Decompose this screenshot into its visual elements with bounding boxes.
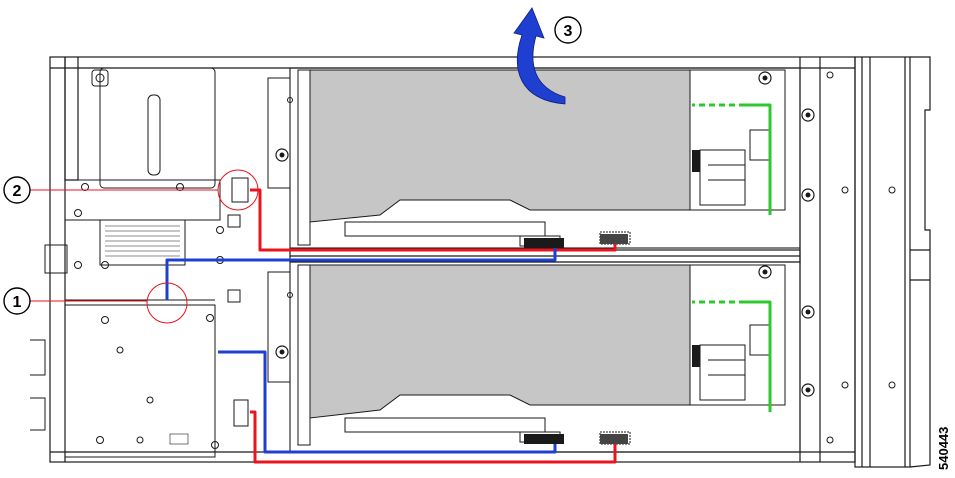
motherboard-area [30, 67, 241, 458]
gpu-card-upper [309, 69, 691, 223]
fan-bracket [99, 67, 216, 189]
gpu-riser-lower [267, 261, 896, 453]
callout-leaders [30, 169, 259, 324]
front-bezel [854, 56, 911, 468]
psu-board [64, 304, 216, 458]
svg-text:3: 3 [564, 23, 573, 40]
green-cable-lower [745, 300, 772, 412]
blue-cable-upper [165, 246, 557, 300]
svg-text:1: 1 [13, 294, 22, 311]
callout-1-highlight [146, 282, 188, 324]
lift-arrow [513, 7, 566, 105]
callout-1: 1 [3, 287, 31, 315]
heatsink [99, 219, 186, 266]
svg-text:2: 2 [13, 183, 22, 200]
green-cable-upper [745, 103, 772, 215]
callout-2: 2 [3, 176, 31, 204]
callout-3: 3 [554, 16, 582, 44]
cables [165, 103, 772, 464]
connectors [231, 177, 628, 444]
red-cable-lower [250, 410, 617, 464]
gpu-card-lower [309, 264, 691, 419]
blue-cable-lower [218, 350, 557, 454]
red-cable-upper [250, 188, 617, 252]
gpu-riser-upper [267, 67, 896, 249]
figure-id: 540443 [936, 427, 951, 470]
